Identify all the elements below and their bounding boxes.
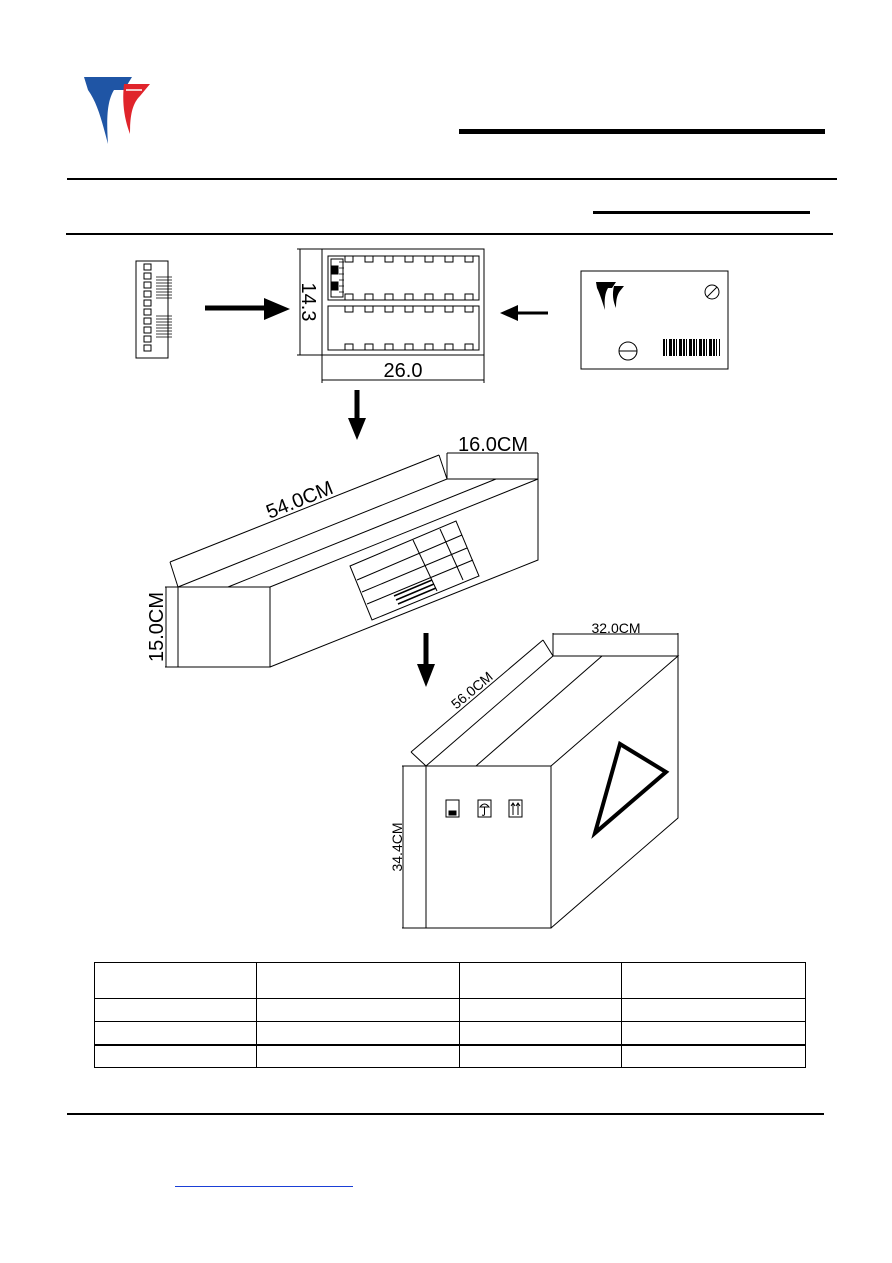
inner-box-drawing [165, 452, 539, 668]
outer-box-width-label: 32.0CM [591, 620, 640, 636]
company-logo-icon [596, 282, 624, 310]
outer-carton-drawing [402, 633, 680, 929]
table-row [94, 961, 806, 1000]
table-cell [459, 1044, 622, 1069]
header-divider-top [67, 178, 837, 180]
header-divider-bottom [66, 233, 833, 235]
table-cell [256, 1044, 460, 1069]
arrow-down-icon [348, 390, 366, 440]
table-cell [256, 998, 460, 1022]
barcode-icon [663, 339, 720, 356]
tube-height-label: 14.3 [297, 283, 319, 322]
outer-box-length-label: 56.0CM [448, 668, 496, 712]
device-strip [135, 260, 172, 359]
table-cell [94, 961, 257, 1000]
arrow-down-icon [417, 633, 435, 687]
table-cell [94, 1044, 257, 1069]
inner-box-height-label: 15.0CM [146, 592, 168, 662]
footer-link[interactable] [175, 1186, 353, 1187]
tube-drawing [297, 248, 485, 383]
table-cell [621, 998, 806, 1022]
carton-label [580, 270, 729, 370]
table-cell [256, 961, 460, 1000]
inner-box-width-label: 16.0CM [458, 434, 528, 456]
table-cell [94, 998, 257, 1022]
table-cell [94, 1020, 257, 1046]
table-cell [256, 1020, 460, 1046]
table-row [94, 1020, 806, 1046]
tube-width-label: 26.0 [384, 360, 423, 382]
table-row [94, 998, 806, 1022]
table-row [94, 1044, 806, 1069]
table-cell [621, 961, 806, 1000]
outer-box-height-label: 34.4CM [389, 822, 405, 871]
table-cell [459, 1020, 622, 1046]
table-cell [621, 1044, 806, 1069]
table-cell [621, 1020, 806, 1046]
header-subtitle-rule [593, 211, 810, 214]
arrow-right-icon [205, 298, 290, 320]
table-cell [459, 998, 622, 1022]
arrow-left-icon [500, 305, 548, 321]
inner-box-length-label: 54.0CM [263, 477, 336, 523]
table-cell [459, 961, 622, 1000]
company-logo-icon [84, 77, 150, 144]
header-title-rule [459, 129, 825, 134]
packing-table [94, 961, 806, 1069]
